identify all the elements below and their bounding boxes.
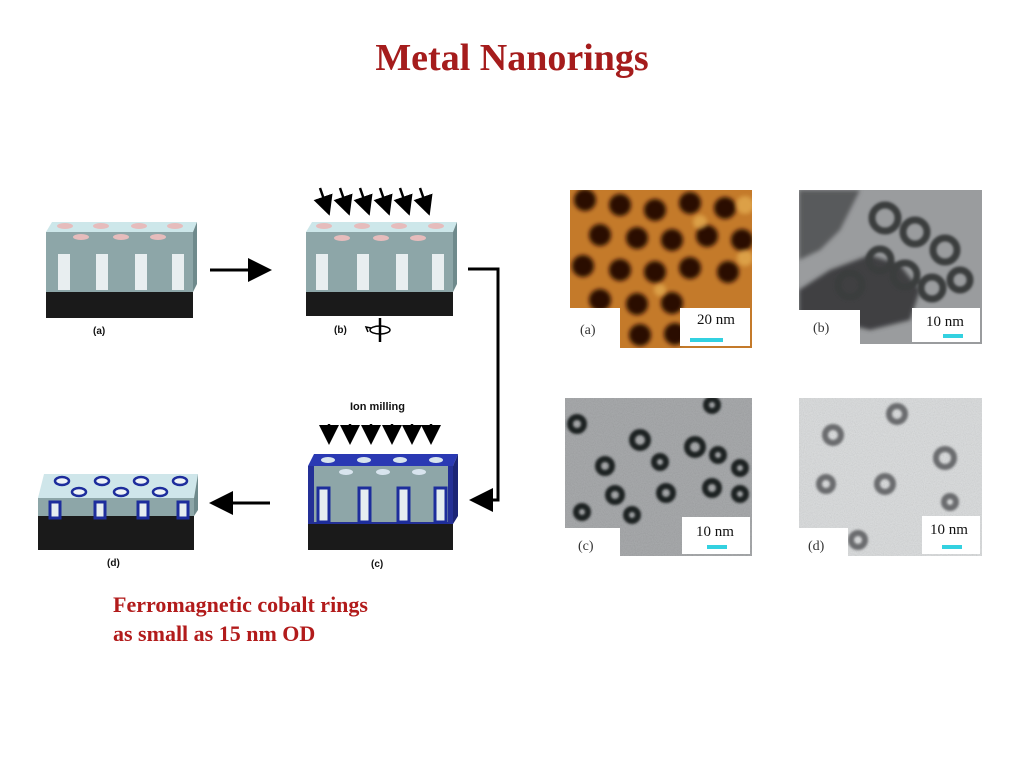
afm-pores — [572, 190, 752, 346]
slide-title: Metal Nanorings — [375, 37, 649, 79]
scale-bar — [690, 338, 723, 342]
svg-text:10 nm: 10 nm — [696, 524, 734, 540]
scale-bar-label: 20 nm — [697, 312, 735, 328]
caption-line-2: as small as 15 nm OD — [113, 621, 316, 646]
ion-milling-label: Ion milling — [350, 401, 405, 413]
svg-text:(c): (c) — [578, 539, 594, 554]
micrograph-b: (b) 10 nm — [799, 190, 982, 344]
deposition-arrows — [313, 187, 433, 216]
svg-text:(a): (a) — [580, 323, 596, 338]
schematic-a: (a) — [46, 222, 197, 337]
caption-line-1: Ferromagnetic cobalt rings — [113, 592, 368, 617]
svg-text:10 nm: 10 nm — [930, 522, 968, 538]
schematic-d: (d) — [38, 474, 198, 569]
cobalt-rings — [567, 398, 749, 524]
label-d: (d) — [107, 558, 120, 569]
nanoring-tops — [53, 475, 189, 498]
schematic-c: Ion milling (c) — [308, 401, 458, 570]
label-b: (b) — [334, 325, 347, 336]
pore-columns — [58, 254, 184, 290]
micrograph-a: (a) 20 nm — [570, 190, 752, 348]
svg-text:(d): (d) — [808, 539, 825, 554]
light-rings — [816, 403, 959, 550]
svg-text:(b): (b) — [813, 321, 830, 336]
label-c: (c) — [371, 559, 383, 570]
elbow-arrow — [468, 267, 500, 512]
rotation-icon — [364, 318, 391, 342]
slide-caption: Ferromagnetic cobalt rings as small as 1… — [113, 590, 368, 648]
label-a: (a) — [93, 326, 105, 337]
micrograph-d: (d) 10 nm — [799, 398, 982, 556]
ion-milling-arrows — [319, 424, 441, 445]
pore-tops — [57, 223, 183, 240]
tem-rings — [834, 201, 974, 303]
micrograph-c: (c) 10 nm — [565, 398, 752, 556]
schematic-b: (b) — [306, 187, 457, 342]
svg-text:10 nm: 10 nm — [926, 314, 964, 330]
